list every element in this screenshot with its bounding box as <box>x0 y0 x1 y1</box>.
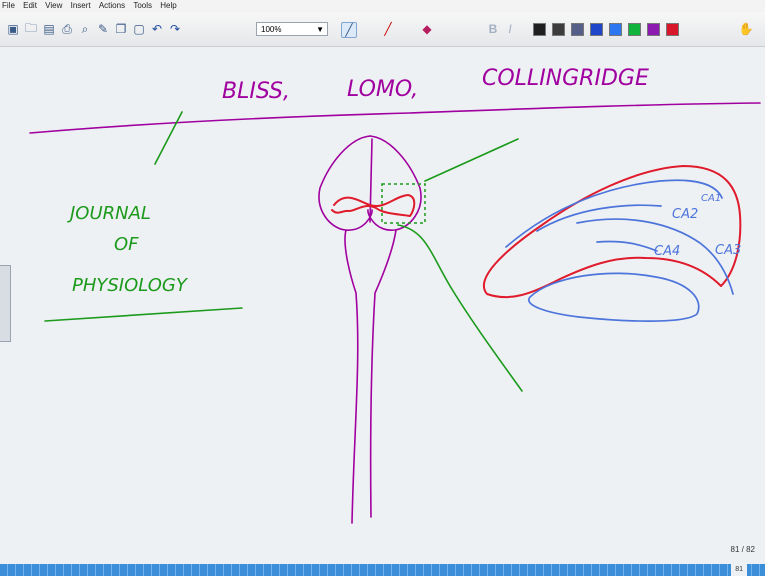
print-icon[interactable]: ⎙ <box>60 22 74 36</box>
hand-icon[interactable]: ✋ <box>739 22 753 36</box>
hippocampus-section <box>332 195 414 216</box>
divider-line <box>30 103 760 133</box>
label-ca3: CA3 <box>715 243 741 258</box>
drawing-canvas[interactable]: BLISS, LOMO, COLLINGRIDGE JOURNAL OF PHY… <box>0 47 765 564</box>
bold-icon[interactable]: B <box>486 22 500 36</box>
italic-icon[interactable]: I <box>503 22 517 36</box>
title-bliss: BLISS, <box>222 79 290 104</box>
redo-icon[interactable]: ↷ <box>168 22 182 36</box>
color-swatch-black[interactable] <box>533 23 546 36</box>
menu-view[interactable]: View <box>43 0 66 12</box>
menu-actions[interactable]: Actions <box>97 0 129 12</box>
journal-underline <box>45 308 242 321</box>
menu-file[interactable]: File <box>0 0 19 12</box>
color-swatch-blue[interactable] <box>590 23 603 36</box>
zoom-value: 100% <box>261 25 281 34</box>
title-lomo: LOMO, <box>347 77 418 102</box>
color-swatch-red[interactable] <box>666 23 679 36</box>
menu-help[interactable]: Help <box>158 0 180 12</box>
handwritten-drawing: BLISS, LOMO, COLLINGRIDGE JOURNAL OF PHY… <box>0 47 765 564</box>
brain-right-hemisphere <box>368 136 421 230</box>
menu-edit[interactable]: Edit <box>21 0 41 12</box>
title-collingridge: COLLINGRIDGE <box>482 66 649 91</box>
color-swatch-slate[interactable] <box>571 23 584 36</box>
dentate-gyrus-outline <box>529 273 699 321</box>
label-ca2: CA2 <box>672 207 698 222</box>
hippocampus-inner-line-4 <box>597 241 657 251</box>
undo-icon[interactable]: ↶ <box>150 22 164 36</box>
journal-title-word-2: OF <box>114 234 139 255</box>
page-scroll-bar[interactable] <box>0 564 765 576</box>
brain-left-hemisphere <box>319 136 372 230</box>
copy-icon[interactable]: ❐ <box>114 22 128 36</box>
current-page-number: 81 <box>731 564 747 576</box>
brainstem-right <box>371 230 396 517</box>
menu-bar: File Edit View Insert Actions Tools Help <box>0 0 765 12</box>
color-swatch-dark-gray[interactable] <box>552 23 565 36</box>
label-ca1: CA1 <box>701 193 721 204</box>
menu-tools[interactable]: Tools <box>131 0 156 12</box>
chevron-down-icon: ▼ <box>316 23 324 37</box>
highlighter-icon[interactable]: ╱ <box>381 22 395 36</box>
paste-icon[interactable]: ▢ <box>132 22 146 36</box>
hippocampus-inner-line-2 <box>537 205 661 231</box>
pen-tool-icon[interactable]: ╱ <box>341 22 357 38</box>
zoom-line-top <box>425 139 518 181</box>
search-icon[interactable]: ⌕ <box>78 22 92 36</box>
journal-title-word-3: PHYSIOLOGY <box>72 275 189 296</box>
color-swatch-green[interactable] <box>628 23 641 36</box>
color-swatch-light-blue[interactable] <box>609 23 622 36</box>
new-page-icon[interactable]: ▣ <box>6 22 20 36</box>
journal-title-word-1: JOURNAL <box>67 203 151 224</box>
menu-insert[interactable]: Insert <box>69 0 95 12</box>
zoom-line-bottom <box>398 225 522 391</box>
label-ca4: CA4 <box>654 244 680 259</box>
eraser-icon[interactable]: ◆ <box>420 22 434 36</box>
save-icon[interactable]: ▤ <box>42 22 56 36</box>
zoom-selector[interactable]: 100% ▼ <box>256 22 328 36</box>
color-swatch-purple[interactable] <box>647 23 660 36</box>
divider-tick <box>155 112 182 164</box>
page-indicator: 81 / 82 <box>731 545 755 554</box>
side-panel-tab[interactable] <box>0 265 11 342</box>
brainstem-left <box>345 230 358 523</box>
pen-icon[interactable]: ✎ <box>96 22 110 36</box>
open-icon[interactable]: 🗀 <box>24 22 38 36</box>
hippocampus-outline <box>484 166 740 297</box>
toolbar: ▣ 🗀 ▤ ⎙ ⌕ ✎ ❐ ▢ ↶ ↷ 100% ▼ ╱ ╱ ◆ B I ✋ <box>0 12 765 47</box>
